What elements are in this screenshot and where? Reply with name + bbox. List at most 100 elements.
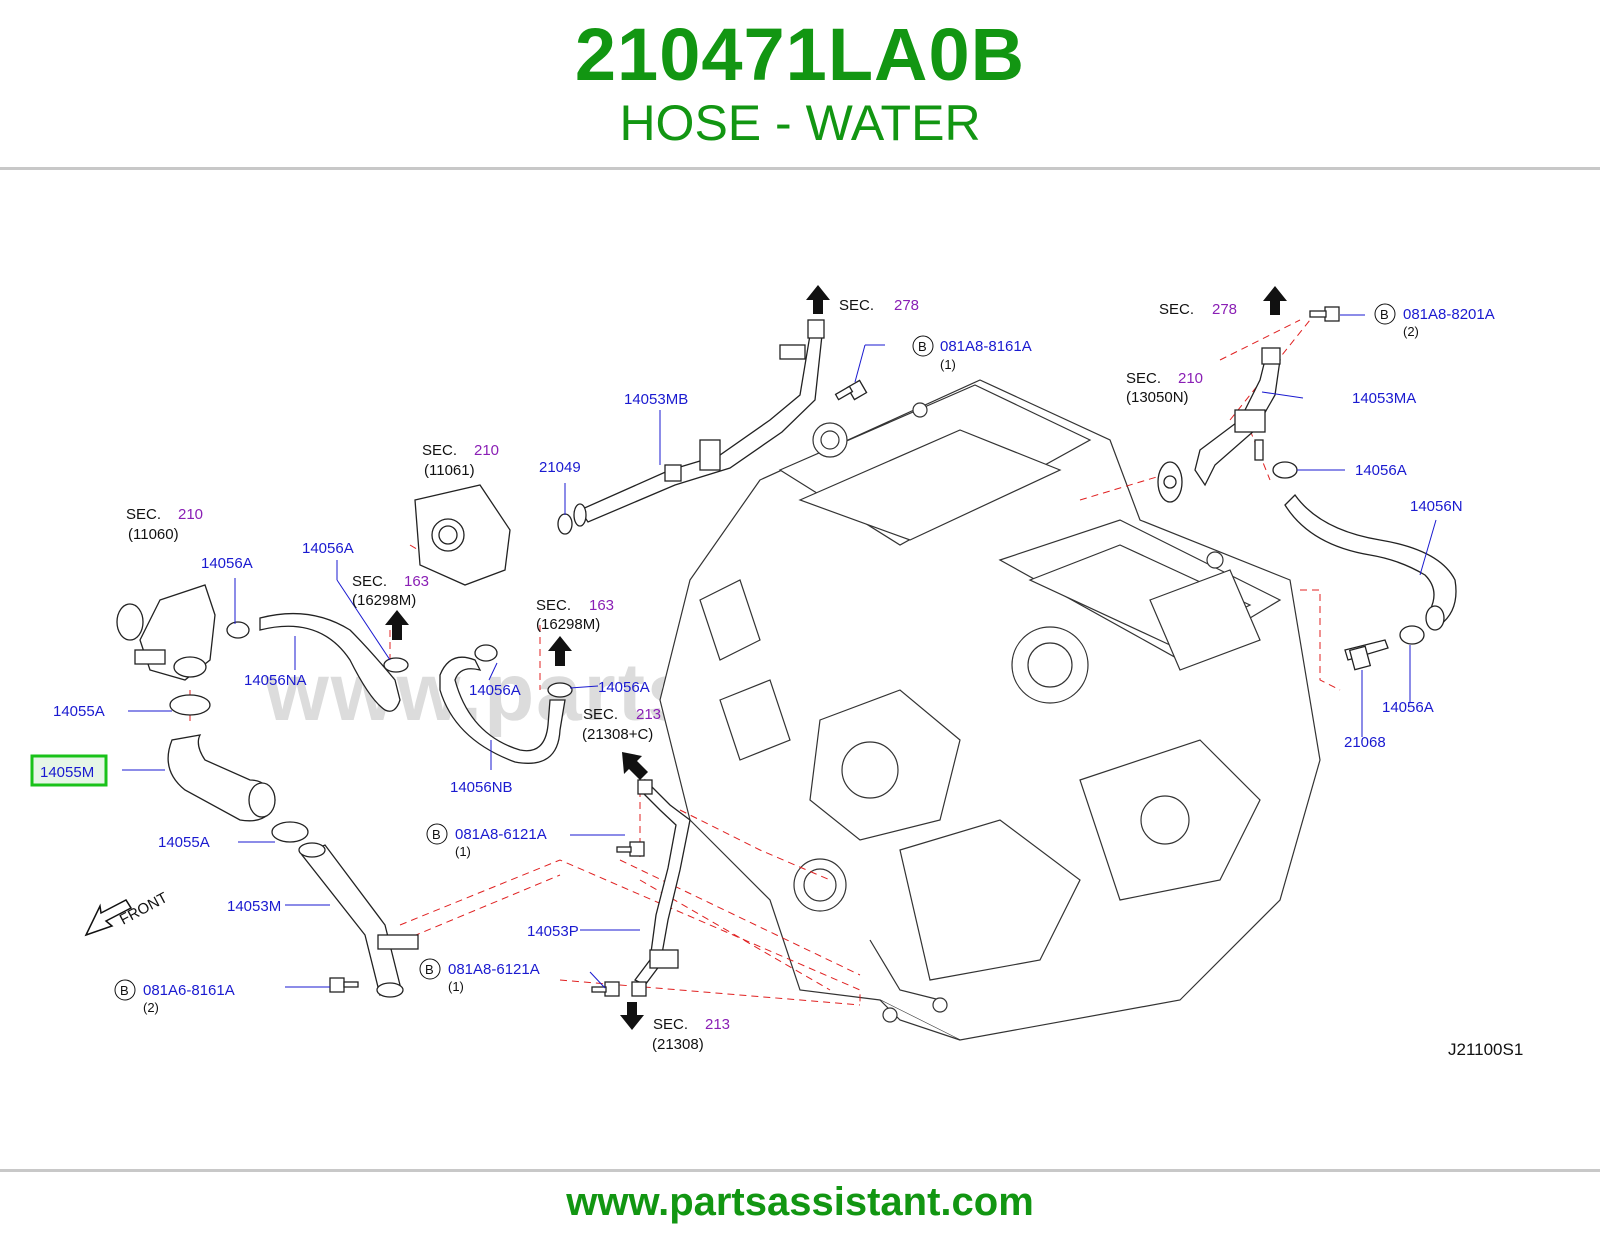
footer-url[interactable]: www.partsassistant.com	[566, 1180, 1034, 1224]
label-14055M[interactable]: 14055M	[40, 764, 94, 781]
arrow-up-icon	[548, 636, 572, 666]
sec-ref: (11061)	[424, 462, 475, 479]
sec-ref: (21308)	[652, 1036, 704, 1053]
highlight-box	[30, 754, 108, 787]
bolt-code-081A8-6121A[interactable]: 081A8-6121A	[448, 961, 540, 978]
bolt-qty: (1)	[448, 979, 464, 994]
parts-diagram: www.partsassistant.com	[30, 285, 1523, 1059]
clamp-14056A-b	[383, 657, 409, 673]
label-14056A[interactable]: 14056A	[201, 555, 253, 572]
connector-21068	[1344, 639, 1389, 671]
pipe-14053P	[631, 778, 691, 997]
label-14056N[interactable]: 14056N	[1410, 498, 1463, 515]
clamp-14055A-lower	[271, 821, 309, 843]
sec-number[interactable]: 210	[1178, 370, 1203, 387]
clamp-14056A-c	[474, 644, 498, 662]
arrow-up-icon	[1263, 286, 1287, 315]
bolt-icon	[1254, 439, 1264, 461]
diagram-code: J21100S1	[1448, 1040, 1523, 1059]
label-14056A[interactable]: 14056A	[469, 682, 521, 699]
label-14055A[interactable]: 14055A	[53, 703, 105, 720]
sec-word: SEC.	[1159, 301, 1194, 318]
sec-word: SEC.	[839, 297, 874, 314]
sec-ref: (13050N)	[1126, 389, 1189, 406]
hose-14055M	[167, 734, 276, 822]
front-arrow-icon	[84, 899, 133, 937]
bolt-icons	[329, 306, 1340, 997]
sec-number[interactable]: 278	[1212, 301, 1237, 318]
bolt-code-081A6-8161A[interactable]: 081A6-8161A	[143, 982, 235, 999]
label-21049[interactable]: 21049	[539, 459, 581, 476]
pipe-14053MA	[1194, 347, 1281, 487]
arrow-up-icon	[806, 285, 830, 314]
water-outlet-housing	[414, 484, 511, 586]
sec-number[interactable]: 213	[705, 1016, 730, 1033]
sec-number[interactable]: 163	[589, 597, 614, 614]
clamp-14056A-e	[1272, 461, 1298, 479]
sec-word: SEC.	[583, 706, 618, 723]
label-14053MA[interactable]: 14053MA	[1352, 390, 1416, 407]
bolt-qty: (1)	[455, 844, 471, 859]
bolt-code-081A8-6121A[interactable]: 081A8-6121A	[455, 826, 547, 843]
header: 210471LA0B HOSE - WATER	[0, 0, 1600, 168]
sec-number[interactable]: 213	[636, 706, 661, 723]
clamp-14056A-d	[547, 682, 573, 698]
bolt-marker-b: B	[918, 339, 927, 354]
sec-word: SEC.	[422, 442, 457, 459]
label-14053MB[interactable]: 14053MB	[624, 391, 688, 408]
clamp-14055A-upper	[169, 694, 211, 716]
engine-block	[659, 379, 1321, 1041]
arrow-down-icon	[620, 1002, 644, 1030]
sec-word: SEC.	[1126, 370, 1161, 387]
label-21068[interactable]: 21068	[1344, 734, 1386, 751]
sec-number[interactable]: 278	[894, 297, 919, 314]
pipe-14053MB	[573, 319, 825, 527]
leader-lines	[122, 314, 1437, 989]
thermostat-housing	[116, 584, 216, 681]
sec-word: SEC.	[653, 1016, 688, 1033]
sec-word: SEC.	[536, 597, 571, 614]
part-labels: 14055M 14055A 14055A 14053M 14056A 14056…	[40, 390, 1463, 940]
label-14056A[interactable]: 14056A	[1355, 462, 1407, 479]
section-references: SEC. 210 (11060) SEC. 210 (11061) SEC. 1…	[126, 297, 1237, 1053]
sec-ref: (16298M)	[352, 592, 416, 609]
sec-ref: (11060)	[128, 526, 179, 543]
bolt-qty: (2)	[1403, 324, 1419, 339]
label-14053M[interactable]: 14053M	[227, 898, 281, 915]
label-14055A[interactable]: 14055A	[158, 834, 210, 851]
clamp-14056A-a	[226, 621, 250, 639]
clamp-14056A-f	[1399, 625, 1425, 645]
bolt-code-081A8-8161A[interactable]: 081A8-8161A	[940, 338, 1032, 355]
pipe-14053M	[298, 842, 419, 998]
front-label: FRONT	[117, 889, 171, 928]
part-number-title: 210471LA0B	[574, 13, 1026, 96]
label-14056NB[interactable]: 14056NB	[450, 779, 513, 796]
part-description: HOSE - WATER	[619, 95, 981, 151]
gasket-13050N	[1157, 461, 1183, 503]
bolt-qty: (2)	[143, 1000, 159, 1015]
bolt-icon	[329, 977, 359, 993]
label-14053P[interactable]: 14053P	[527, 923, 579, 940]
section-arrows	[84, 285, 1287, 1030]
sec-number[interactable]: 163	[404, 573, 429, 590]
bolt-marker-b: B	[1380, 307, 1389, 322]
bolt-code-081A8-8201A[interactable]: 081A8-8201A	[1403, 306, 1495, 323]
header-divider	[0, 167, 1600, 170]
arrow-up-icon	[385, 610, 409, 640]
bolt-icon	[616, 841, 645, 857]
bolt-qty: (1)	[940, 357, 956, 372]
bolt-marker-b: B	[432, 827, 441, 842]
sec-word: SEC.	[352, 573, 387, 590]
label-14056NA[interactable]: 14056NA	[244, 672, 307, 689]
bolt-marker-b: B	[425, 962, 434, 977]
o-ring-21049	[557, 513, 573, 535]
sec-ref: (16298M)	[536, 616, 600, 633]
sec-number[interactable]: 210	[178, 506, 203, 523]
label-14056A[interactable]: 14056A	[598, 679, 650, 696]
sec-number[interactable]: 210	[474, 442, 499, 459]
footer-divider	[0, 1169, 1600, 1172]
bolt-icon	[1309, 306, 1340, 322]
label-14056A[interactable]: 14056A	[1382, 699, 1434, 716]
sec-ref: (21308+C)	[582, 726, 653, 743]
label-14056A[interactable]: 14056A	[302, 540, 354, 557]
